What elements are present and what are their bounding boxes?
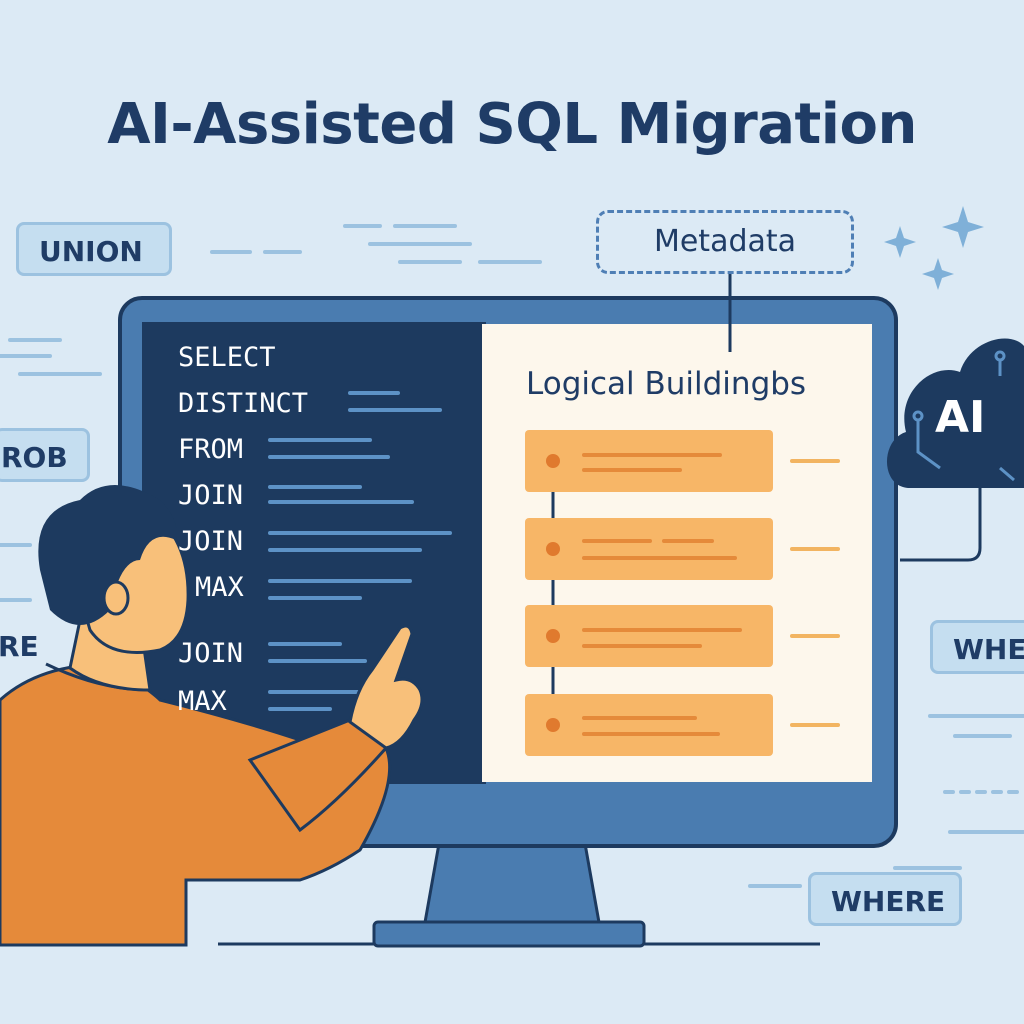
logical-block — [525, 518, 840, 580]
keyword-tag-union: UNION — [16, 222, 172, 276]
code-line: MAX — [178, 686, 227, 717]
page-title: AI-Assisted SQL Migration — [107, 92, 917, 157]
code-line: DISTINCT — [178, 388, 309, 419]
code-line: MAX — [195, 572, 244, 603]
keyword-tag-re: RE — [0, 630, 39, 663]
code-line: JOIN — [178, 480, 244, 511]
keyword-tag-rob: ROB — [0, 428, 90, 482]
code-line: FROM — [178, 434, 244, 465]
code-line: JOIN — [178, 638, 244, 669]
panel-title: Logical Buildingbs — [526, 366, 807, 402]
ai-label: AI — [935, 392, 986, 443]
ai-cloud-icon — [886, 338, 1024, 562]
sparkle-icon — [884, 206, 984, 290]
metadata-label: Metadata — [596, 210, 854, 274]
logical-block — [525, 430, 840, 492]
keyword-tag-whe: WHE — [930, 620, 1024, 674]
logical-block — [525, 605, 840, 667]
code-line: JOIN — [178, 526, 244, 557]
keyword-tag-where: WHERE — [808, 872, 962, 926]
person-illustration — [0, 485, 424, 947]
pointing-hand-icon — [348, 624, 424, 750]
code-line: SELECT — [178, 342, 276, 373]
logical-block — [525, 694, 840, 756]
